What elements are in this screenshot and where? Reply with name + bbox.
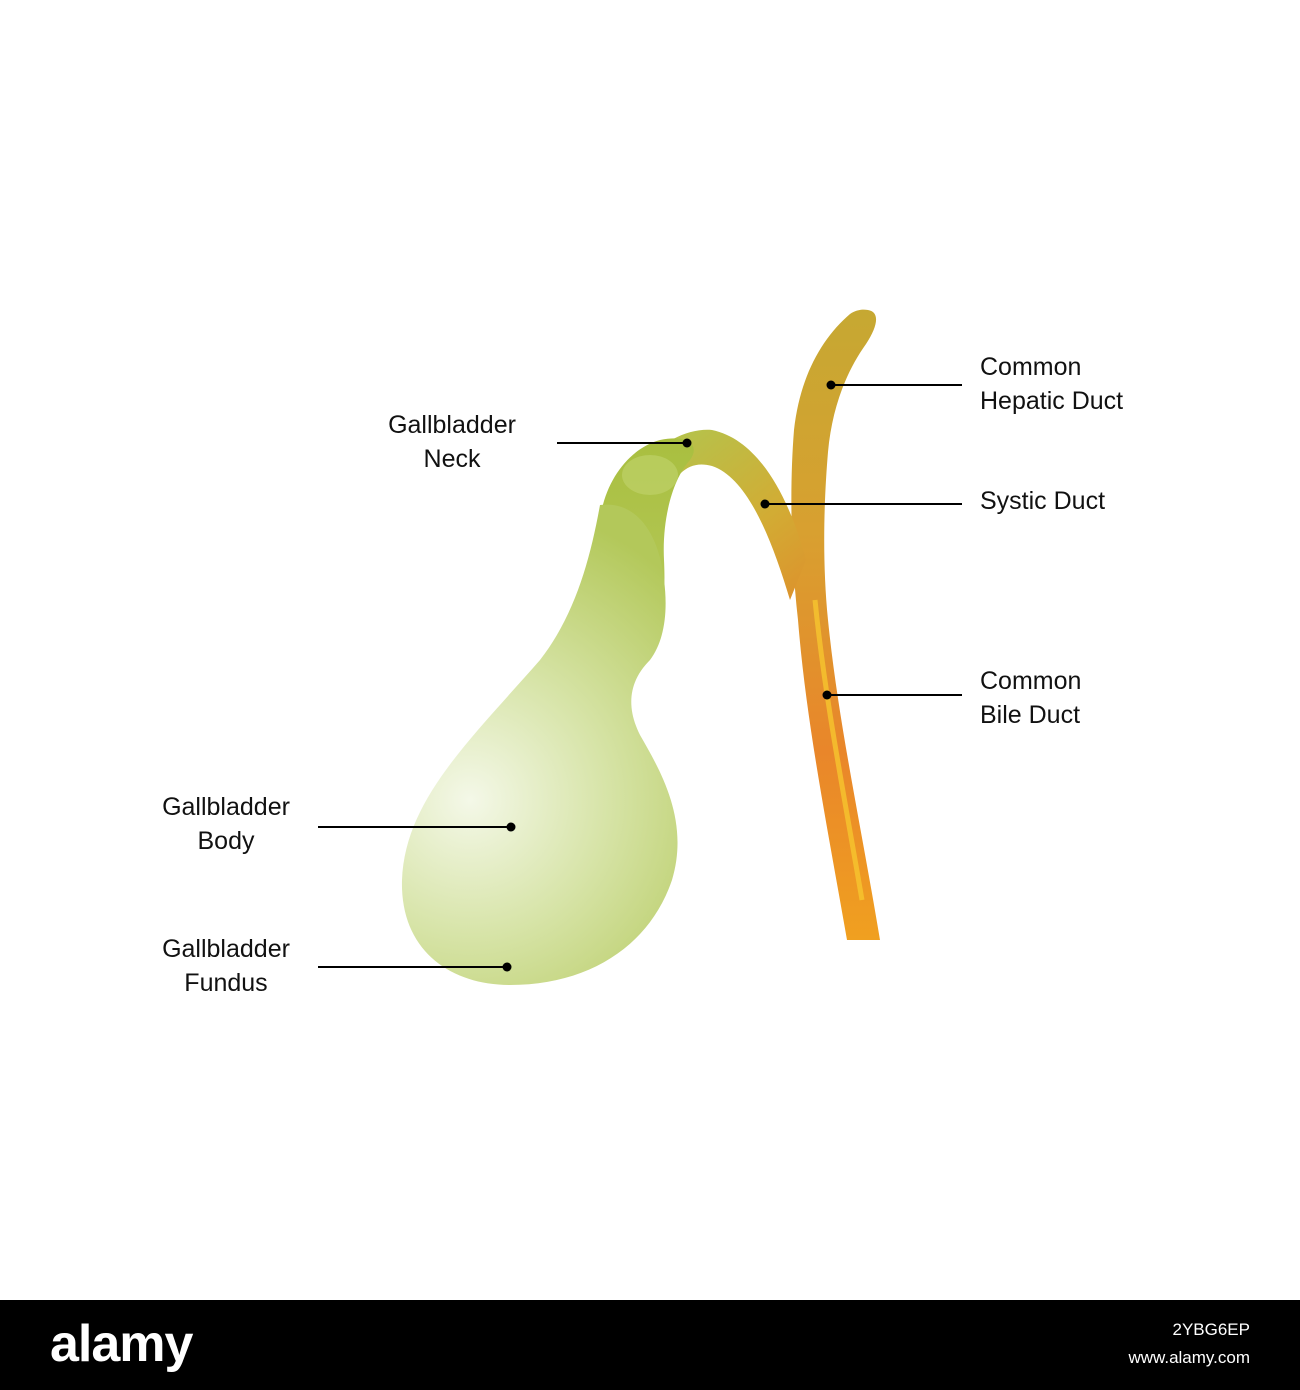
diagram-canvas: Gallbladder Neck Gallbladder Body Gallbl… [126, 309, 1123, 1000]
dot-body [506, 822, 516, 832]
leader-lines [318, 384, 962, 968]
label-neck-line1: Gallbladder [388, 411, 516, 439]
label-hepatic-line1: Common [980, 353, 1082, 381]
dot-hepatic [826, 380, 836, 390]
label-common-bile-duct: Common Bile Duct [980, 664, 1081, 732]
gallbladder-neck-highlight [622, 455, 678, 495]
image-id: 2YBG6EP [1172, 1320, 1251, 1339]
label-body-line2: Body [197, 827, 255, 855]
dot-systic [760, 499, 770, 509]
label-body-line1: Gallbladder [162, 793, 290, 821]
watermark-footer: alamy 2YBG6EP www.alamy.com [0, 1300, 1300, 1390]
brand-logo: alamy [50, 1315, 193, 1373]
label-bile-line1: Common [980, 667, 1082, 695]
site-url: www.alamy.com [1128, 1348, 1250, 1367]
leader-dots [502, 380, 836, 972]
label-gallbladder-body: Gallbladder Body [126, 790, 326, 858]
label-hepatic-line2: Hepatic Duct [980, 387, 1124, 415]
bile-duct-highlight [812, 599, 865, 901]
dot-fundus [502, 962, 512, 972]
gallbladder-illustration [318, 309, 962, 985]
dot-bile [822, 690, 832, 700]
label-fundus-line1: Gallbladder [162, 935, 290, 963]
label-fundus-line2: Fundus [184, 969, 268, 997]
label-systic-line1: Systic Duct [980, 487, 1106, 515]
label-bile-line2: Bile Duct [980, 701, 1081, 729]
label-gallbladder-fundus: Gallbladder Fundus [126, 932, 326, 1000]
gallbladder-body-shape [401, 504, 678, 985]
dot-neck [682, 438, 692, 448]
cystic-duct-shape [640, 429, 806, 600]
bile-duct-shape [791, 309, 880, 941]
label-neck-line2: Neck [423, 445, 481, 473]
label-common-hepatic-duct: Common Hepatic Duct [980, 350, 1123, 418]
label-systic-duct: Systic Duct [980, 484, 1105, 518]
label-gallbladder-neck: Gallbladder Neck [352, 408, 552, 476]
